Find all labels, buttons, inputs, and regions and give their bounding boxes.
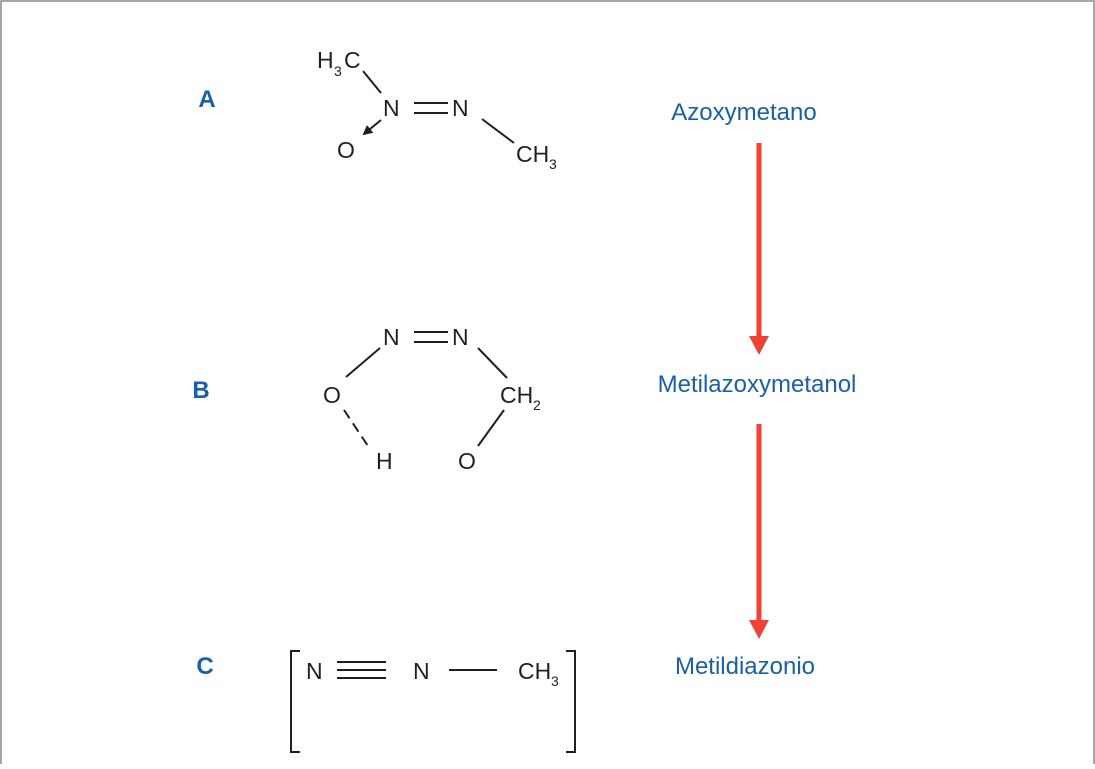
bracket-right — [566, 650, 576, 753]
atom-n2: N — [452, 324, 469, 350]
atom-n2: N — [413, 658, 430, 684]
bond-n-ch3 — [481, 118, 515, 144]
atom-n1: N — [383, 324, 400, 350]
atom-ch2-ch: CH — [500, 382, 533, 408]
atom-o: O — [337, 137, 355, 163]
compound-name-metilazoxymetanol: Metilazoxymetanol — [658, 371, 857, 398]
bond-c-n — [362, 70, 382, 94]
atom-n1: N — [306, 658, 323, 684]
atom-h3c-c: C — [344, 47, 361, 73]
atom-h3c-h: H — [317, 47, 334, 73]
atom-ch3-sub: 3 — [551, 673, 559, 689]
bond-n-o-coordinate — [362, 119, 382, 136]
step-label-b: B — [192, 377, 209, 404]
compound-name-azoxymetano: Azoxymetano — [671, 99, 816, 126]
atom-ch3-ch: CH — [516, 141, 549, 167]
bracket-left — [290, 650, 300, 753]
compound-name-metildiazonio: Metildiazonio — [675, 653, 815, 680]
bond-n-o — [345, 347, 381, 378]
atom-o1: O — [323, 382, 341, 408]
atom-h3c-sub: 3 — [334, 63, 342, 79]
bond-n-ch2 — [477, 347, 508, 379]
atom-n2: N — [452, 95, 469, 121]
step-label-c: C — [196, 653, 213, 680]
atom-n1: N — [383, 95, 400, 121]
structure-azoxymetano: H 3 C N N CH 3 O — [317, 47, 557, 172]
atom-o2: O — [458, 448, 476, 474]
atom-ch3-sub: 3 — [549, 156, 557, 172]
arrow-down-icon — [749, 424, 769, 639]
bond-o-h-dashed — [343, 409, 369, 447]
step-label-a: A — [198, 86, 215, 113]
bond-ch2-o — [477, 409, 505, 447]
structure-metilazoxymetanol: N N O H CH 2 O — [323, 324, 541, 474]
structure-metildiazonio: N N CH 3 — [290, 650, 576, 753]
arrow-down-icon — [749, 143, 769, 355]
atom-ch3-ch: CH — [518, 658, 551, 684]
atom-ch2-sub: 2 — [533, 397, 541, 413]
atom-h: H — [376, 448, 393, 474]
